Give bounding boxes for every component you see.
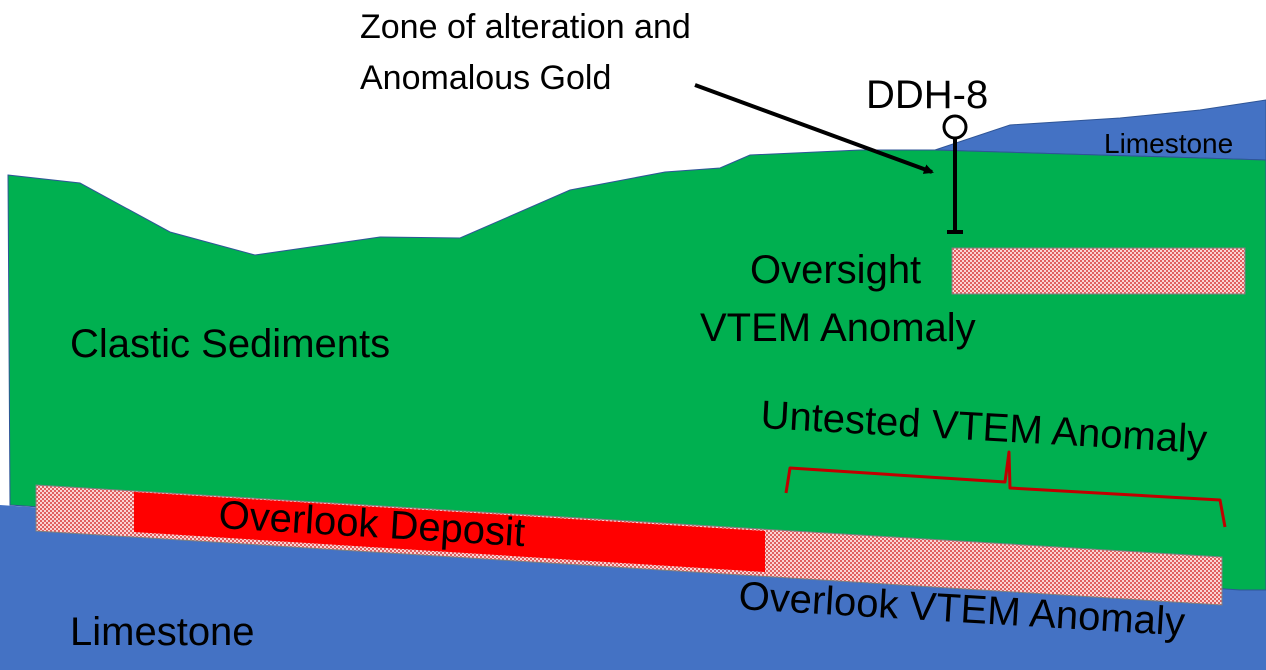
oversight-label-line1: Oversight xyxy=(750,248,921,292)
clastic-sediments-label: Clastic Sediments xyxy=(70,322,390,366)
zone-label-line2: Anomalous Gold xyxy=(360,59,611,97)
drill-hole-label: DDH-8 xyxy=(866,73,988,117)
limestone-top-label: Limestone xyxy=(1104,128,1233,159)
oversight-vtem-anomaly-body xyxy=(951,247,1246,295)
alteration-arrow xyxy=(694,83,934,174)
untested-anomaly-bracket xyxy=(784,450,1227,528)
drill-hole-marker xyxy=(942,114,968,234)
overlook-deposit-body xyxy=(134,492,765,572)
zone-label-line1: Zone of alteration and xyxy=(360,8,691,46)
limestone-bottom-label: Limestone xyxy=(70,610,255,654)
limestone-upper-layer xyxy=(934,99,1266,161)
oversight-label-line2: VTEM Anomaly xyxy=(700,306,976,350)
